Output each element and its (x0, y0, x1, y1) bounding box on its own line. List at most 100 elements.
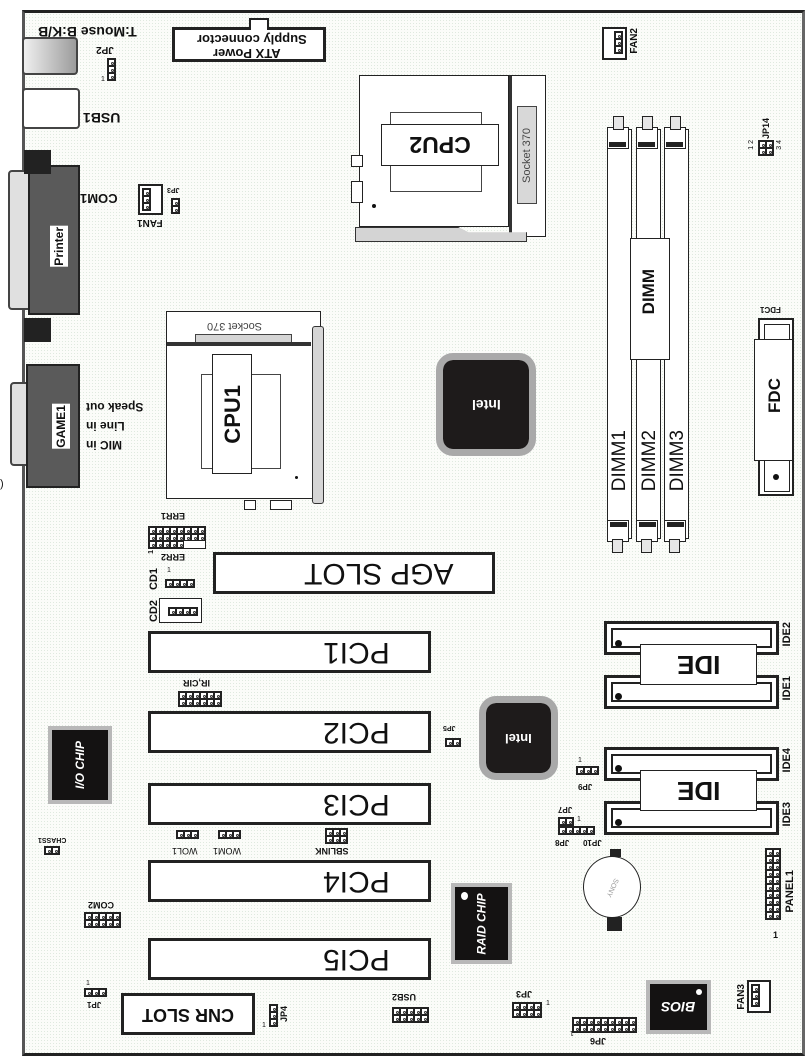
chass1-header (44, 846, 60, 855)
panel1-label: PANEL1 (784, 870, 796, 913)
bios-pin1-dot (696, 989, 702, 995)
bios-label: BIOS (661, 999, 696, 1015)
jp8-jp10-header (558, 826, 595, 835)
cpu2-socket: CPU2 (359, 75, 509, 227)
usb2-header (392, 1007, 429, 1023)
pci4-slot: PCI4 (148, 860, 431, 902)
io-chip-label: I/O CHIP (72, 740, 87, 790)
cd2-connector (159, 598, 202, 623)
mic-in-label: MIC in (86, 438, 122, 452)
dimm1-latch-bottom (607, 520, 629, 542)
cd1-pin1-label: 1 (167, 567, 171, 574)
fan1-pins (142, 188, 151, 211)
cpu1-label-box: CPU1 (212, 354, 252, 474)
dimm3-latch-top (664, 116, 686, 149)
fdc-label-box: FDC (754, 339, 793, 461)
jp4-header (269, 1004, 278, 1027)
jp2-pin1-label: 1 (101, 76, 105, 83)
ide-label-top: IDE (676, 650, 721, 680)
pci4-label: PCI4 (323, 865, 390, 898)
ide3-pin1-dot (615, 819, 622, 826)
fdc-label: FDC (765, 378, 784, 413)
ide-label-bottom: IDE (676, 776, 721, 806)
jp8-label: JP8 (555, 838, 570, 847)
ir-cir-label: IR,CIR (183, 678, 210, 688)
jp14-label: JP14 (761, 118, 771, 140)
cpu1-socket-divider (167, 342, 311, 346)
cpu2-label: CPU2 (381, 124, 499, 166)
jp1-label: JP1 (87, 1000, 102, 1009)
cpu2-tab-1 (351, 155, 363, 167)
jp6-header (572, 1017, 637, 1033)
dimm-block: DIMM (630, 238, 670, 360)
pci2-label: PCI2 (323, 716, 390, 749)
pci2-slot: PCI2 (148, 711, 431, 753)
ide4-pin1-dot (615, 765, 622, 772)
fan2-connector (602, 27, 627, 60)
atx-power-key (249, 18, 269, 30)
pci5-slot: PCI5 (148, 938, 431, 980)
err2-label: ERR2 (161, 552, 186, 562)
wom1-label: WOM1 (213, 846, 241, 856)
cd2-pins (168, 607, 198, 616)
dimm2-latch-bottom (636, 520, 658, 542)
cpu1-pin1-dot (295, 476, 298, 479)
speak-out-label: Speak out (86, 400, 144, 414)
dimm-block-label: DIMM (639, 269, 658, 315)
southbridge-label: Intel (505, 730, 532, 746)
northbridge-label: Intel (471, 396, 501, 413)
dimm1-latch-top (607, 116, 629, 149)
pci3-label: PCI3 (323, 788, 390, 821)
atx-power-line2: Supply connector (197, 32, 307, 47)
com2-label: COM2 (88, 900, 115, 910)
dimm3-latch-bottom (664, 520, 686, 542)
io-chip: I/O CHIP (52, 730, 108, 800)
ide2-pin1-dot (615, 640, 622, 647)
jp5-header (445, 738, 461, 747)
jp3-bottom-pin1-label: 1 (546, 1000, 550, 1007)
fan3-label: FAN3 (736, 984, 747, 1010)
dimm1-label: DIMM1 (609, 430, 630, 492)
bios-chip: BIOS (650, 984, 707, 1030)
cpu1-tab-2 (270, 500, 292, 510)
jp3-bottom-label: JP3 (516, 989, 533, 999)
ide3-label: IDE3 (781, 802, 793, 827)
cpu1-label: CPU1 (220, 385, 245, 444)
ps2-port (22, 37, 78, 75)
jp3-top-label: JP3 (167, 186, 180, 193)
jp1-header (84, 988, 107, 997)
cd1-header (165, 579, 195, 588)
sblink-label: SBLINK (315, 846, 349, 856)
jp7-header (558, 817, 574, 826)
cmos-battery: SONY (583, 856, 641, 918)
cpu1-tab-1 (244, 500, 256, 510)
raid-chip: RAID CHIP (455, 887, 508, 960)
battery-clip-top (610, 849, 621, 857)
jp14-header (758, 140, 774, 156)
usb1-label: USB1 (83, 110, 121, 126)
jp9-pin1-label: 1 (578, 757, 582, 764)
err-header (148, 526, 206, 549)
line-in-label: Line in (86, 419, 125, 433)
pci1-slot: PCI1 (148, 631, 431, 673)
jp7-label: JP7 (558, 805, 573, 814)
jp3-bottom-header (512, 1002, 542, 1018)
fan1-label: FAN1 (137, 217, 163, 228)
cpu1-socket-label: Socket 370 (207, 320, 263, 332)
jp2-header (107, 58, 116, 81)
battery-clip-bottom (607, 917, 622, 931)
fan1-connector (138, 184, 163, 215)
fan3-connector (747, 980, 771, 1013)
ide1-pin1-dot (615, 693, 622, 700)
com1-screw-top (24, 150, 51, 174)
chass1-label: CHASS1 (38, 836, 67, 843)
err1-label: ERR1 (161, 511, 186, 521)
pci3-slot: PCI3 (148, 783, 431, 825)
fan3-pins (751, 984, 760, 1007)
fdc1-label: FDC1 (760, 305, 781, 314)
printer-label: Printer (50, 226, 68, 267)
dimm2-label: DIMM2 (639, 430, 660, 492)
cd1-label: CD1 (148, 568, 160, 591)
ide1-label: IDE1 (781, 676, 793, 701)
cpu2-pin1-dot (372, 204, 376, 208)
